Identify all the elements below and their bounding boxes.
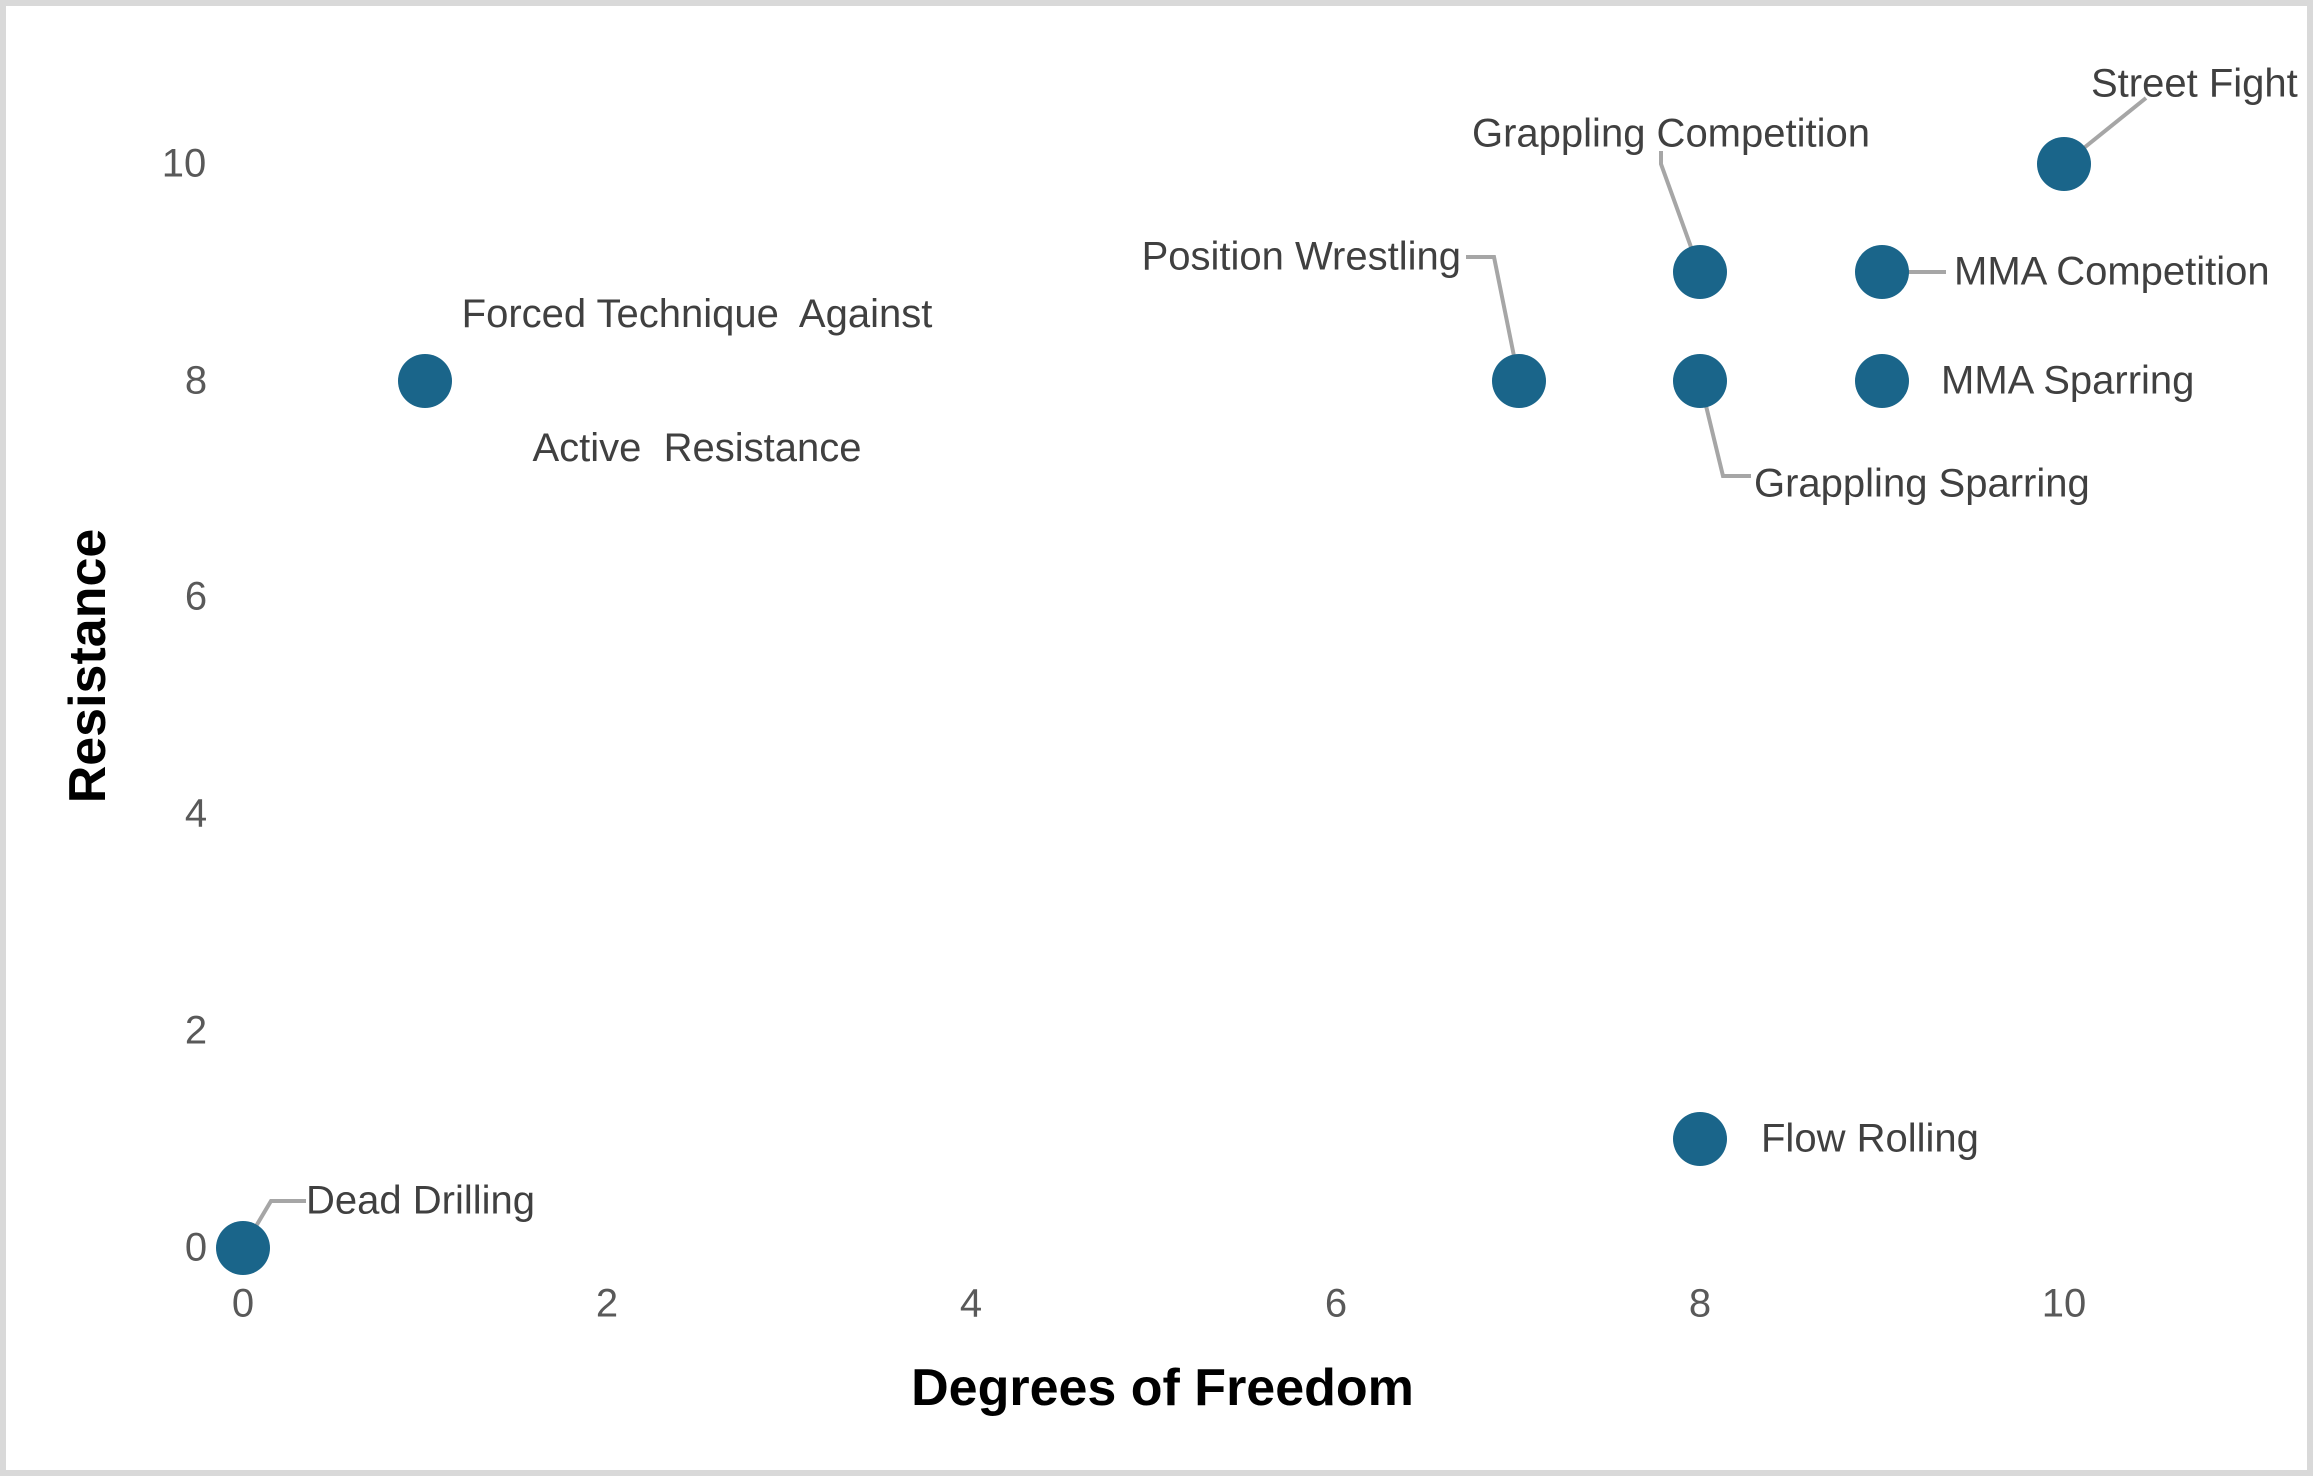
label-grappling-competition: Grappling Competition	[1472, 111, 1870, 156]
label-mma-sparring: MMA Sparring	[1941, 358, 2195, 403]
y-tick-label-6: 6	[184, 574, 208, 619]
label-position-wrestling: Position Wrestling	[1141, 234, 1461, 279]
leader-lines	[241, 96, 2148, 1250]
scatter-plot-area: Dead Drilling Forced Technique Against A…	[6, 6, 2307, 1470]
x-tick-label-2: 2	[595, 1281, 619, 1326]
point-mma-competition[interactable]	[1855, 245, 1909, 299]
label-forced-technique: Forced Technique Against Active Resistan…	[462, 202, 933, 560]
y-tick-label-10: 10	[161, 141, 207, 186]
y-tick-label-0: 0	[184, 1225, 208, 1270]
label-flow-rolling: Flow Rolling	[1761, 1116, 1979, 1161]
x-tick-label-6: 6	[1324, 1281, 1348, 1326]
point-mma-sparring[interactable]	[1855, 354, 1909, 408]
label-dead-drilling: Dead Drilling	[306, 1178, 535, 1223]
point-grappling-competition[interactable]	[1673, 245, 1727, 299]
point-forced-technique[interactable]	[398, 354, 452, 408]
x-tick-label-10: 10	[2041, 1281, 2087, 1326]
x-tick-label-8: 8	[1688, 1281, 1712, 1326]
x-axis-title: Degrees of Freedom	[911, 1359, 1414, 1417]
point-position-wrestling[interactable]	[1492, 354, 1546, 408]
point-flow-rolling[interactable]	[1673, 1112, 1727, 1166]
label-mma-competition: MMA Competition	[1954, 249, 2270, 294]
y-tick-label-2: 2	[184, 1008, 208, 1053]
label-street-fight: Street Fight	[2091, 61, 2298, 106]
point-grappling-sparring[interactable]	[1673, 354, 1727, 408]
x-tick-label-0: 0	[231, 1281, 255, 1326]
x-tick-label-4: 4	[959, 1281, 983, 1326]
y-axis-title: Resistance	[59, 528, 117, 804]
y-tick-label-8: 8	[184, 358, 208, 403]
point-street-fight[interactable]	[2037, 137, 2091, 191]
point-dead-drilling[interactable]	[216, 1221, 270, 1275]
label-forced-technique-line1: Forced Technique Against	[461, 291, 933, 336]
label-grappling-sparring: Grappling Sparring	[1754, 461, 2090, 506]
y-tick-label-4: 4	[184, 791, 208, 836]
label-forced-technique-line2: Active Resistance	[532, 425, 862, 470]
